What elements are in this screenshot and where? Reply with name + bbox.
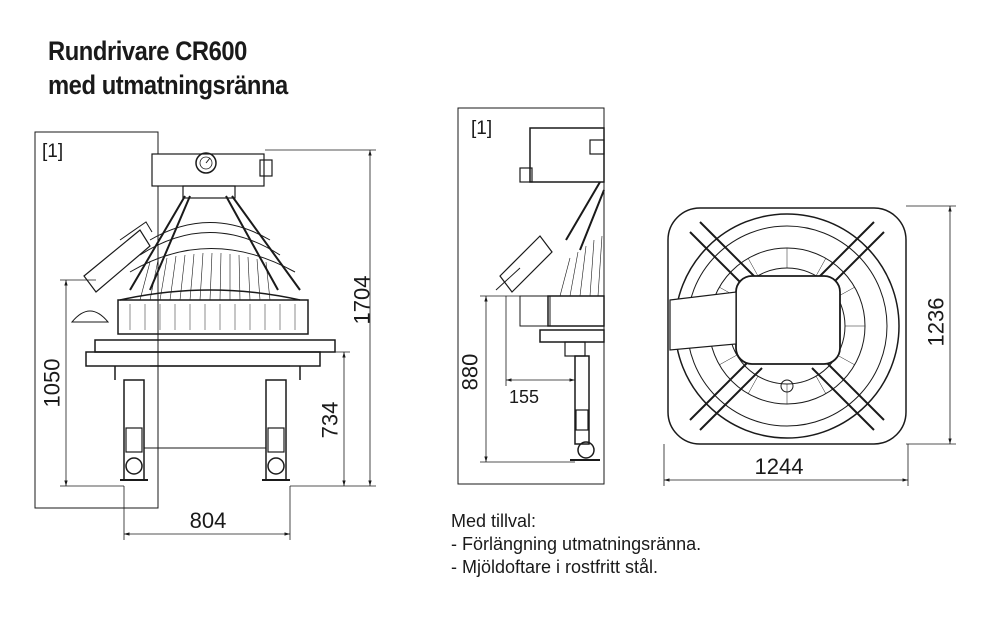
dim-total-height: 1704 bbox=[350, 276, 375, 325]
dim-chute-height: 1050 bbox=[40, 359, 65, 408]
option-item: - Mjöldoftare i rostfritt stål. bbox=[451, 557, 659, 577]
front-bowl bbox=[117, 299, 309, 335]
front-leg-left bbox=[123, 379, 145, 481]
side-view: [1] 880 155 bbox=[457, 107, 605, 485]
front-view: [1] bbox=[34, 131, 376, 540]
front-top-knob bbox=[259, 159, 273, 177]
top-arm-se bbox=[811, 357, 885, 431]
front-dimensions bbox=[60, 149, 376, 540]
side-leg bbox=[574, 355, 590, 445]
page-title: Rundrivare CR600 med utmatningsränna bbox=[48, 34, 288, 102]
title-line-1: Rundrivare CR600 bbox=[48, 36, 247, 66]
option-item: - Förlängning utmatningsränna. bbox=[451, 534, 702, 554]
top-outline bbox=[667, 207, 907, 445]
dim-width: 804 bbox=[190, 508, 227, 533]
top-central-head bbox=[735, 275, 841, 365]
dim-top-width: 1244 bbox=[755, 454, 804, 479]
side-dimensions bbox=[480, 295, 576, 463]
dim-top-depth: 1236 bbox=[924, 298, 949, 347]
front-top-box bbox=[151, 153, 265, 187]
top-view: 1236 1244 bbox=[663, 205, 956, 486]
side-ref-label: [1] bbox=[471, 118, 492, 139]
top-dimensions bbox=[663, 205, 956, 486]
dim-frame-height: 734 bbox=[318, 402, 343, 439]
dim-overhang: 155 bbox=[509, 387, 539, 407]
front-leg-right bbox=[265, 379, 287, 481]
front-chute bbox=[83, 229, 151, 293]
gauge-icon bbox=[195, 152, 217, 174]
top-arm-sw bbox=[689, 357, 763, 431]
front-option-frame bbox=[34, 131, 159, 509]
side-top-box bbox=[529, 127, 605, 183]
front-base-plate bbox=[94, 339, 336, 353]
wheel-icon bbox=[125, 457, 143, 475]
wheel-icon bbox=[577, 441, 595, 459]
dim-side-chute-height: 880 bbox=[458, 354, 483, 391]
wheel-icon bbox=[267, 457, 285, 475]
options-notes: Med tillval: - Förlängning utmatningsrän… bbox=[451, 510, 701, 579]
top-chute bbox=[669, 291, 737, 351]
side-chute bbox=[499, 235, 553, 293]
options-heading: Med tillval: bbox=[451, 511, 537, 531]
title-line-2: med utmatningsränna bbox=[48, 70, 288, 100]
front-ref-label: [1] bbox=[42, 141, 63, 162]
